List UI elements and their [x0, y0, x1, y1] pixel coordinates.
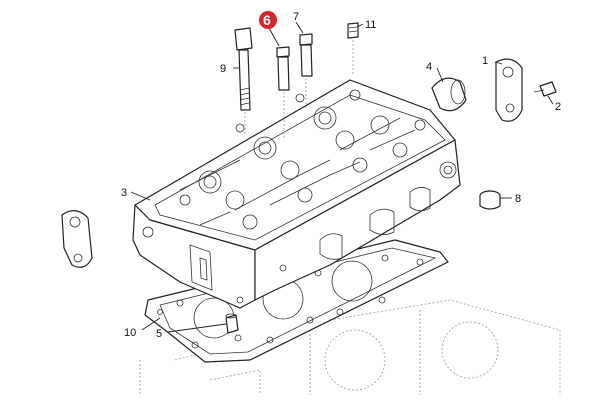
valve-guide — [276, 46, 290, 140]
callout-1: 1 — [482, 55, 488, 67]
head-gasket — [144, 239, 449, 363]
cylinder-head — [132, 79, 461, 309]
eye-bolt — [533, 81, 557, 97]
leader-lines — [130, 21, 554, 333]
callout-6-circle — [259, 11, 277, 29]
callout-10: 10 — [124, 327, 136, 339]
stud — [347, 22, 359, 75]
rear-lifting-plate — [61, 210, 93, 268]
callout-4: 4 — [426, 61, 432, 73]
callout-11: 11 — [365, 19, 376, 31]
dowel-pin — [225, 313, 239, 334]
head-bolt — [234, 27, 253, 135]
callout-6: 6 — [263, 12, 271, 28]
plug — [479, 190, 501, 210]
expansion-plug — [431, 77, 467, 112]
callout-9: 9 — [220, 63, 226, 75]
callout-8: 8 — [515, 193, 521, 205]
callout-6-highlight: 6 — [259, 11, 277, 29]
callout-5: 5 — [156, 328, 162, 340]
callout-7: 7 — [293, 11, 299, 23]
engine-block-outline — [139, 299, 561, 395]
callout-3: 3 — [121, 187, 127, 199]
lifting-eye — [495, 58, 523, 122]
valve-guide-2 — [299, 33, 313, 110]
callout-2: 2 — [555, 101, 561, 113]
